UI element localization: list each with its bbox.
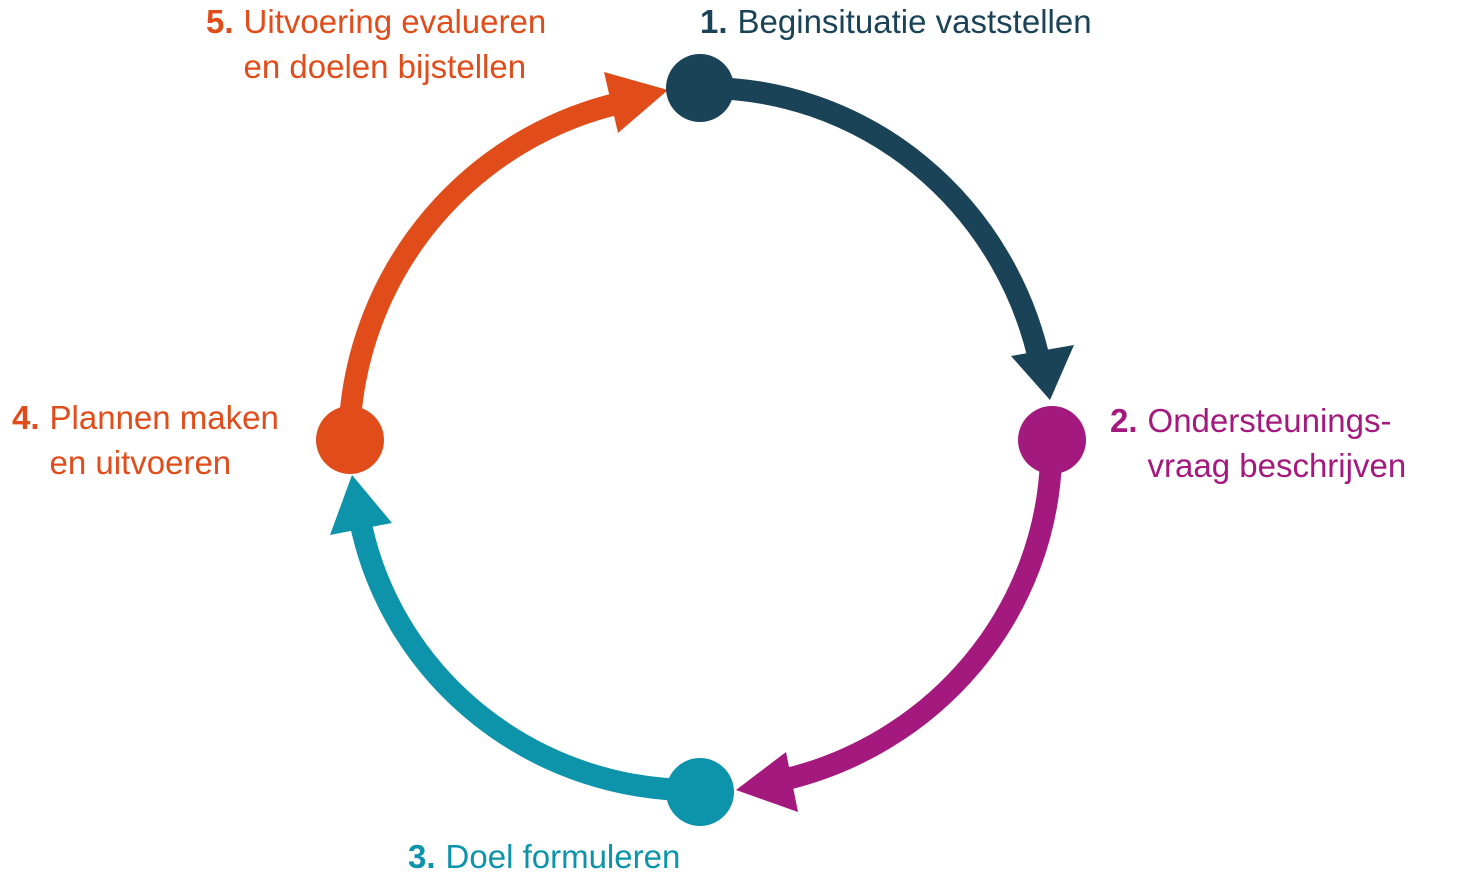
arrowhead-to-step2 [1011,345,1074,400]
node-step4 [316,406,384,474]
step-text: Beginsituatie vaststellen [737,3,1092,40]
step-text: en uitvoeren [49,444,232,481]
step-label-4: 4. Plannen maken en uitvoeren [12,395,279,485]
step-number: 4. [12,399,40,436]
step-label-3: 3. Doel formuleren [408,834,680,879]
node-step1 [666,54,734,122]
arrowhead-to-step3 [736,752,798,812]
step-text: Doel formuleren [445,838,681,875]
step-label-5: 5. Uitvoering evalueren en doelen bijste… [206,0,546,89]
arc-step2-to-step3 [780,459,1062,791]
arc-step1-to-step2 [699,76,1052,371]
arc-step4-to-step5 [339,92,623,421]
step-text: Plannen maken [49,399,279,436]
step-number: 2. [1110,402,1138,439]
step-text: en doelen bijstellen [243,48,527,85]
step-number: 3. [408,838,436,875]
step-text: Ondersteunings- [1147,402,1392,439]
step-label-2: 2. Ondersteunings- vraag beschrijven [1110,398,1406,488]
step-number: 5. [206,3,234,40]
step-text: vraag beschrijven [1147,447,1407,484]
step-number: 1. [700,3,728,40]
node-step2 [1018,406,1086,474]
step-text: Uitvoering evalueren [243,3,547,40]
arrowhead-to-step4 [330,475,392,535]
step-label-1: 1. Beginsituatie vaststellen [700,0,1092,44]
arc-step3-to-step4 [349,517,701,802]
node-step3 [666,758,734,826]
arrowhead-to-step5 [604,72,668,133]
